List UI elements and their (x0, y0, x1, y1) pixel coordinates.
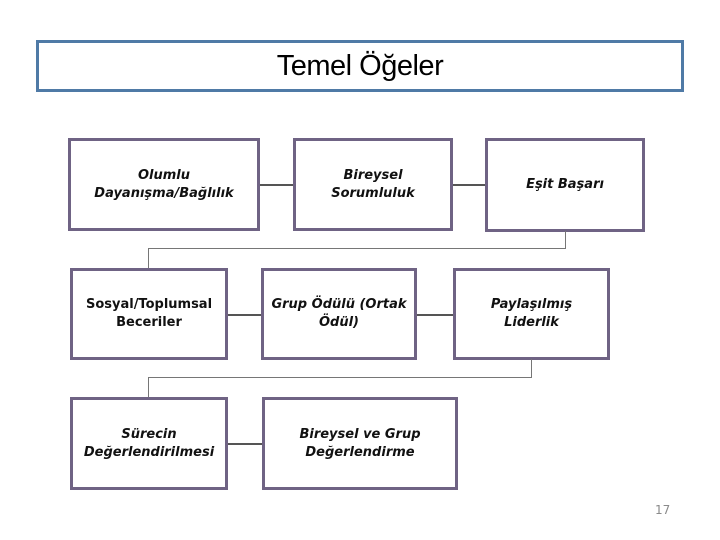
slide-title-box: Temel Öğeler (36, 40, 684, 92)
box-label: Grup Ödülü (Ortak Ödül) (271, 297, 407, 330)
box-label: Bireysel ve Grup Değerlendirme (299, 426, 421, 460)
box-label: Eşit Başarı (526, 177, 604, 193)
box-label: Bireysel Sorumluluk (331, 167, 415, 201)
slide-title: Temel Öğeler (276, 49, 444, 82)
elbow-connector-row2-row3 (531, 359, 532, 378)
diagram-box-sosyal-toplumsal-beceriler: Sosyal/Toplumsal Beceriler (70, 268, 228, 360)
elbow-connector-row2-row3 (148, 377, 149, 397)
elbow-connector-row2-row3 (148, 377, 532, 378)
diagram-box-esit-basari: Eşit Başarı (485, 138, 645, 232)
diagram-box-bireysel-ve-grup-degerlendirme: Bireysel ve Grup Değerlendirme (262, 397, 458, 490)
diagram-box-bireysel-sorumluluk: Bireysel Sorumluluk (293, 138, 453, 231)
elbow-connector-row1-row2 (148, 248, 566, 249)
elbow-connector-row1-row2 (565, 231, 566, 249)
box-label: Sürecin Değerlendirilmesi (83, 426, 215, 460)
connector-row1-right (453, 184, 485, 186)
connector-row2-right (417, 314, 453, 316)
box-label: Paylaşılmış Liderlik (490, 297, 573, 330)
diagram-box-olumlu-dayanisma: Olumlu Dayanışma/Bağlılık (68, 138, 260, 231)
diagram-box-surecin-degerlendirilmesi: Sürecin Değerlendirilmesi (70, 397, 228, 490)
diagram-box-grup-odulu: Grup Ödülü (Ortak Ödül) (261, 268, 417, 360)
connector-row2-left (228, 314, 261, 316)
diagram-box-paylasilmis-liderlik: Paylaşılmış Liderlik (453, 268, 610, 360)
box-label: Sosyal/Toplumsal Beceriler (85, 297, 213, 330)
elbow-connector-row1-row2 (148, 248, 149, 268)
connector-row1-left (260, 184, 293, 186)
page-number: 17 (655, 503, 671, 517)
connector-row3 (228, 443, 262, 445)
box-label: Olumlu Dayanışma/Bağlılık (94, 167, 234, 201)
